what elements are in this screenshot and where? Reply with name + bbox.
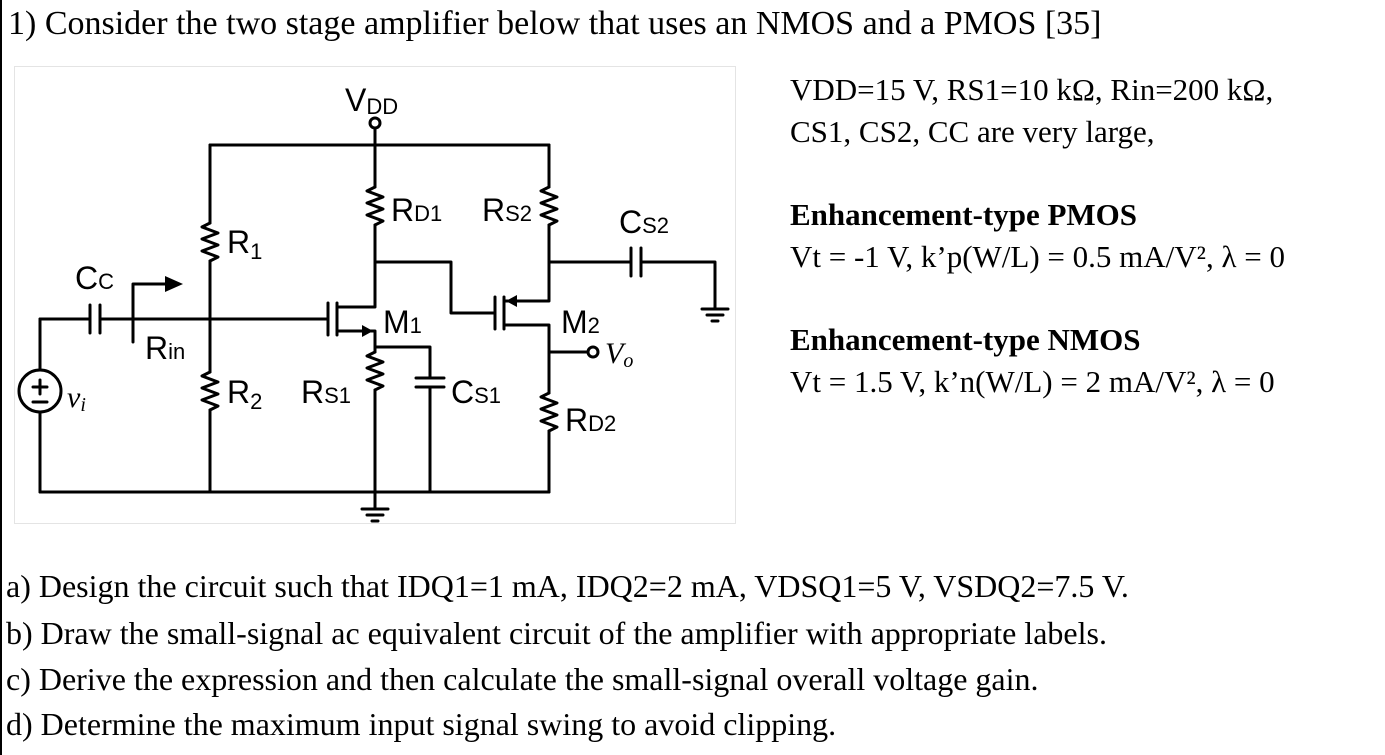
label-rin: Rin — [145, 330, 185, 366]
label-cs1: CS1 — [451, 374, 501, 410]
given-line-1: VDD=15 V, RS1=10 kΩ, Rin=200 kΩ, — [790, 72, 1274, 107]
m1-drain-wire — [373, 260, 497, 315]
label-rs1: RS1 — [301, 374, 351, 410]
label-cs2: CS2 — [619, 204, 669, 240]
rin-arrow-head — [165, 276, 183, 292]
r1-resistor — [200, 221, 220, 263]
label-cc: CC — [75, 260, 114, 296]
question-a: a) Design the circuit such that IDQ1=1 m… — [6, 568, 1129, 604]
m1-drain — [335, 260, 377, 309]
label-vi: vi — [67, 381, 86, 416]
question-c: c) Derive the expression and then calcul… — [6, 661, 1039, 697]
question-d: d) Determine the maximum input signal sw… — [6, 706, 837, 742]
r2-resistor — [200, 370, 220, 412]
label-r2: R2 — [227, 374, 262, 414]
question-b: b) Draw the small-signal ac equivalent c… — [6, 615, 1107, 651]
pmos-title: Enhancement-type PMOS — [790, 197, 1138, 232]
label-r1: R1 — [227, 224, 262, 264]
cs2-ground — [700, 307, 730, 323]
label-m1: M1 — [383, 304, 422, 340]
m1-source — [335, 329, 377, 354]
source-plus — [31, 378, 49, 396]
schematic-svg: VDD R1 R2 RD1 RS2 RS1 RD2 CC CS1 CS2 Rin… — [17, 82, 730, 523]
pmos-params: Vt = -1 V, k’p(W/L) = 0.5 mA/V², λ = 0 — [790, 239, 1285, 274]
given-line-2: CS1, CS2, CC are very large, — [790, 114, 1155, 149]
left-margin-rule — [0, 0, 2, 755]
cs2-wire-right — [639, 260, 717, 311]
cs1-wire-top — [373, 345, 432, 380]
ground-symbol — [360, 507, 390, 523]
label-rd2: RD2 — [565, 402, 616, 438]
rd2-resistor — [539, 391, 559, 433]
rin-arrow-line — [131, 282, 167, 344]
label-rd1: RD1 — [391, 192, 442, 228]
rs1-resistor — [365, 350, 385, 392]
m2-drain — [502, 323, 551, 395]
label-m2: M2 — [561, 304, 600, 340]
vo-terminal — [586, 345, 600, 359]
m2-source — [502, 260, 551, 303]
problem-heading: 1) Consider the two stage amplifier belo… — [8, 5, 1102, 42]
circuit-diagram: VDD R1 R2 RD1 RS2 RS1 RD2 CC CS1 CS2 Rin… — [14, 66, 736, 524]
rs2-resistor — [539, 185, 559, 227]
m2-source-arrow — [506, 295, 517, 307]
label-vdd: VDD — [345, 82, 398, 119]
rd1-resistor — [365, 185, 385, 227]
nmos-title: Enhancement-type NMOS — [790, 322, 1141, 357]
m1-source-arrow — [362, 325, 373, 337]
label-vo: Vo — [605, 337, 633, 372]
label-rs2: RS2 — [482, 192, 532, 228]
nmos-params: Vt = 1.5 V, k’n(W/L) = 2 mA/V², λ = 0 — [790, 364, 1275, 399]
